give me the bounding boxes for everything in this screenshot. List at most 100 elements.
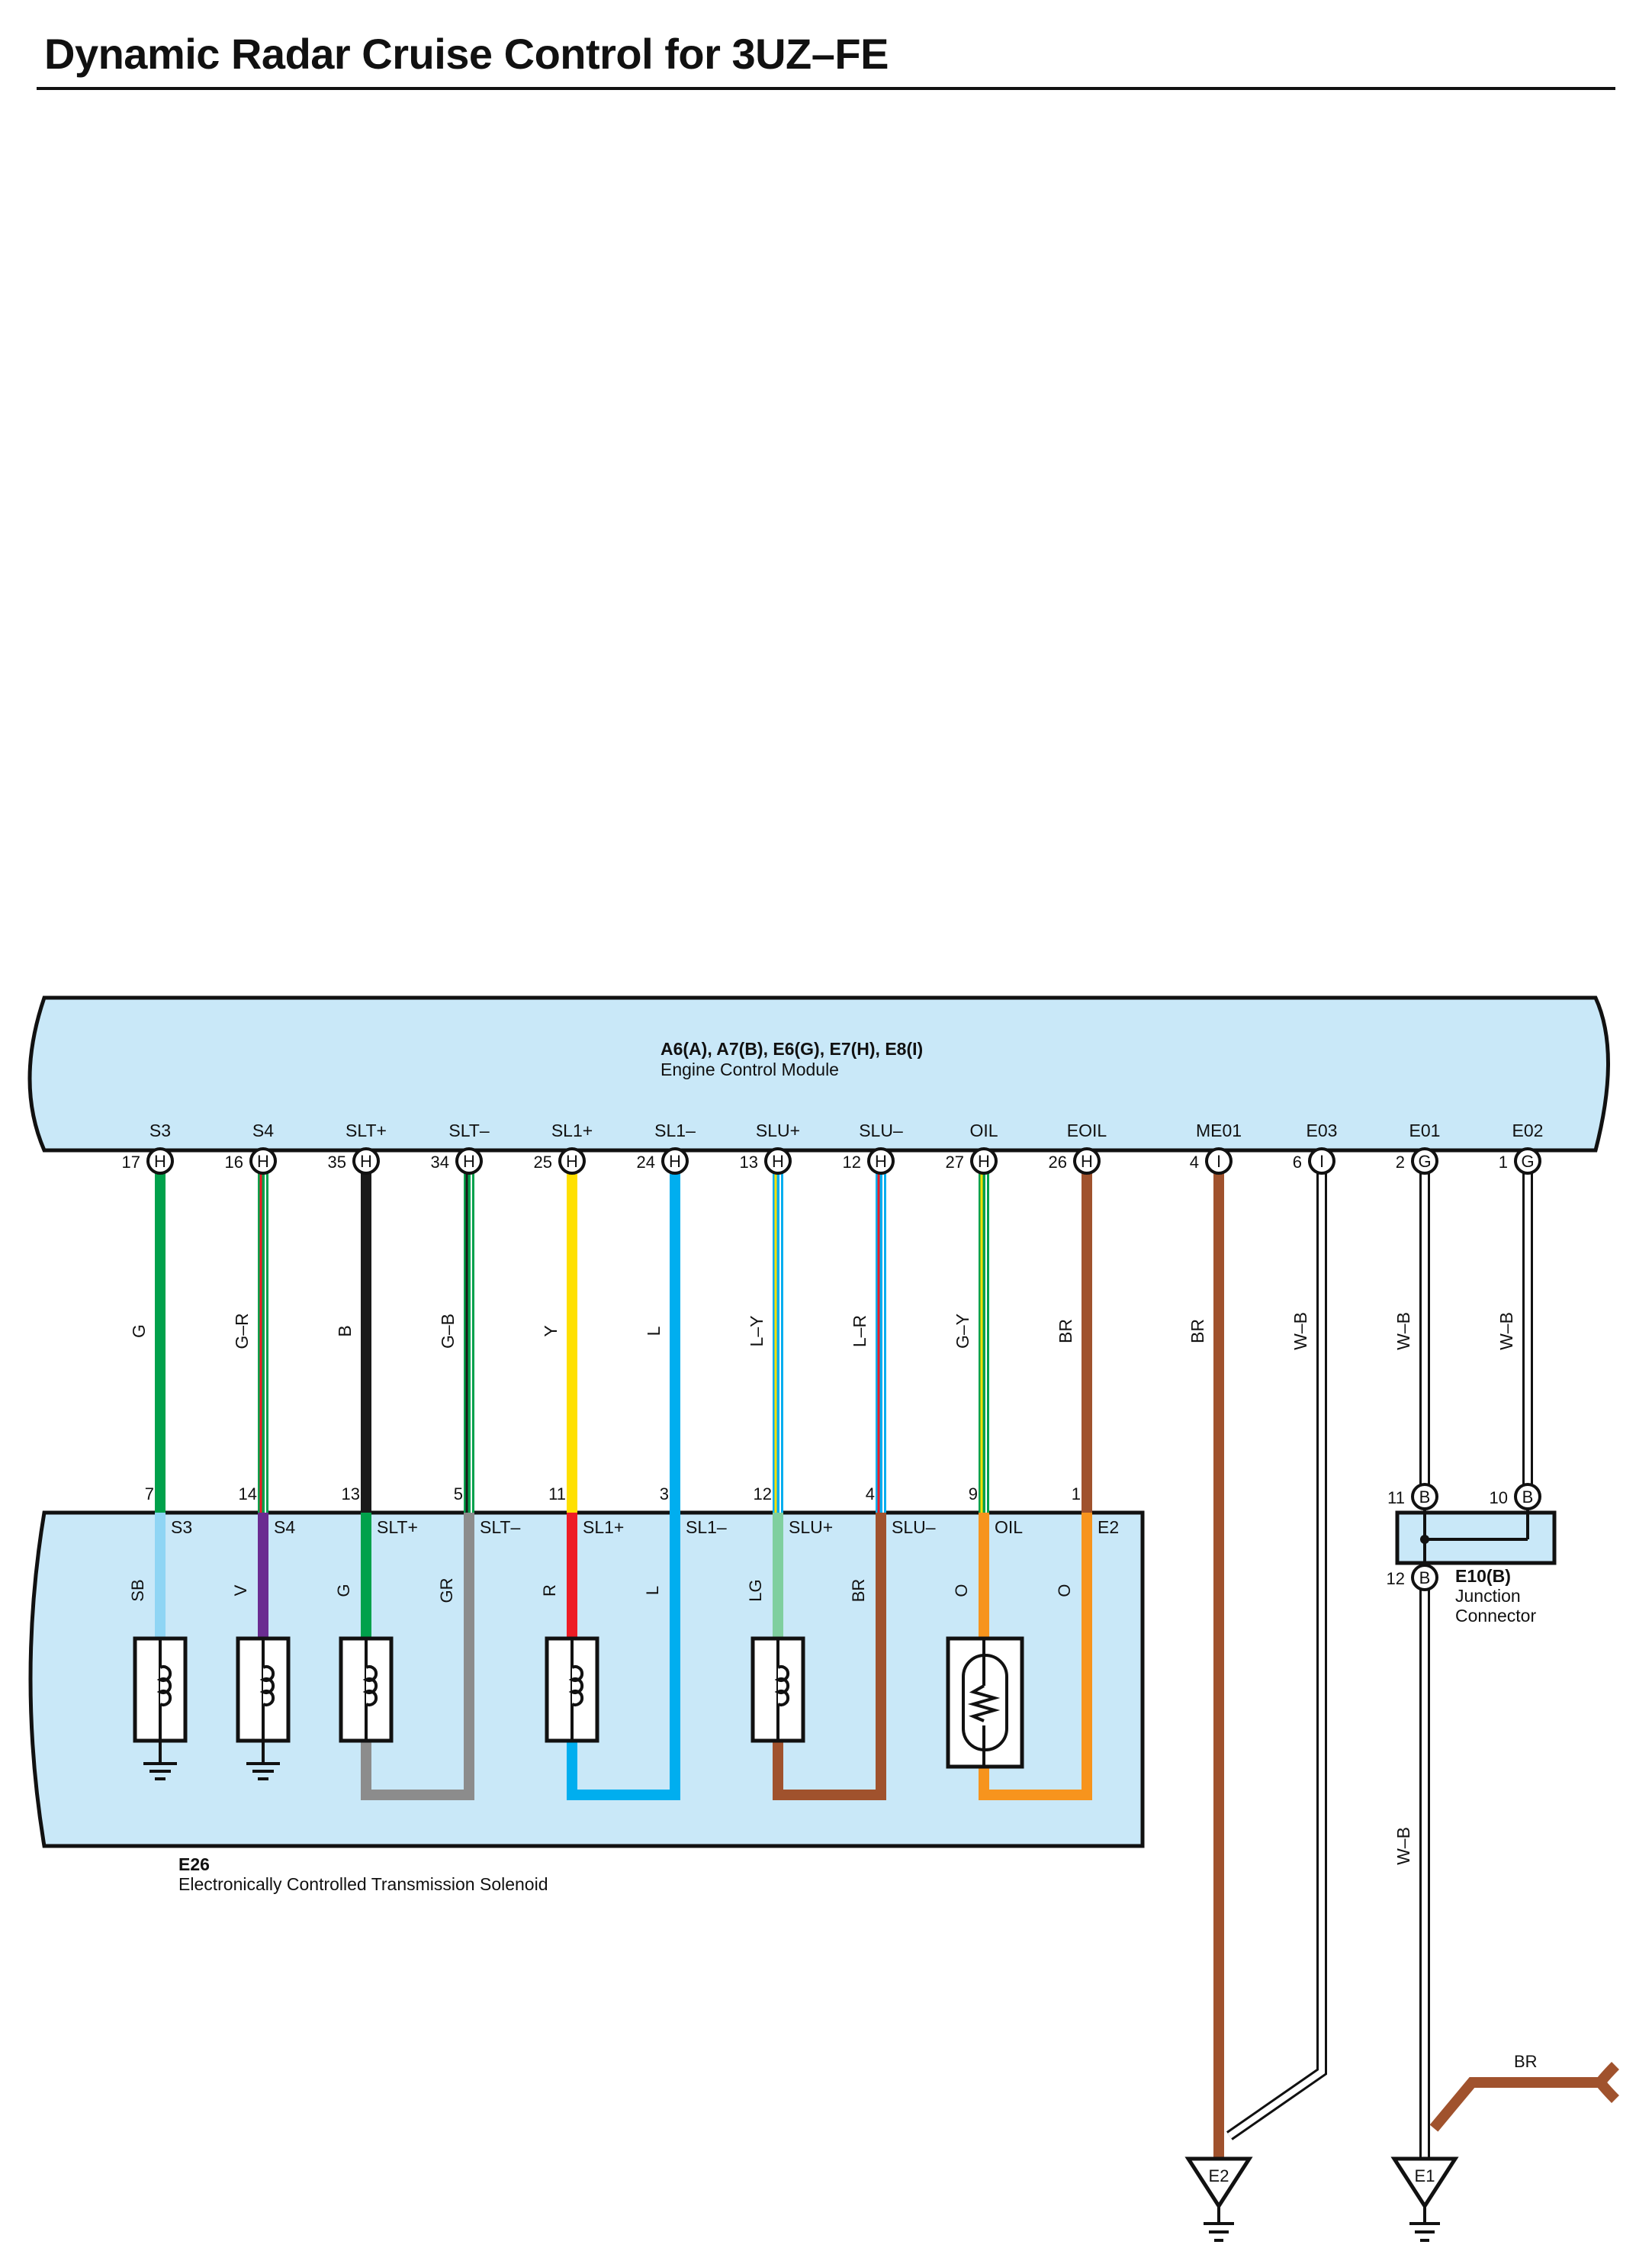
- junction-name: Junction: [1455, 1586, 1521, 1606]
- connector-circle: [1514, 1483, 1541, 1510]
- ecm-pin-number: 12: [843, 1153, 861, 1172]
- connector-letter: H: [154, 1152, 166, 1171]
- ecm-connector-pin: H: [352, 1147, 380, 1175]
- connector-circle: [1411, 1564, 1438, 1591]
- ecm-panel: [27, 995, 1610, 1153]
- solenoid-sl1-icon: [545, 1636, 599, 1743]
- ecm-terminal-label: E01: [1409, 1121, 1441, 1140]
- ecm-terminal-label: OIL: [969, 1121, 998, 1140]
- connector-circle: [1073, 1147, 1101, 1175]
- solenoid-pin-number: 3: [660, 1484, 669, 1503]
- ecm-pin-number: 27: [946, 1153, 964, 1172]
- inner-wire-label: L: [643, 1586, 662, 1595]
- ecm-connector-pin: H: [661, 1147, 689, 1175]
- connector-circle: [764, 1147, 792, 1175]
- solenoid-pin-number: 5: [454, 1484, 463, 1503]
- jc-connector-pin: B: [1514, 1483, 1541, 1510]
- solenoid-terminal-label: E2: [1098, 1517, 1119, 1537]
- coil-icon: [362, 1665, 378, 1706]
- solenoid-s4-icon: [236, 1636, 291, 1743]
- wire-color-label: G–B: [438, 1314, 458, 1349]
- ecm-connector-pin: I: [1308, 1147, 1335, 1175]
- connector-letter: I: [1319, 1152, 1324, 1171]
- loop-wire: [773, 1678, 886, 1800]
- ecm-terminal-label: SLU–: [859, 1121, 903, 1140]
- ecm-pin-number: 26: [1049, 1153, 1067, 1172]
- wire-color-label: Y: [541, 1325, 561, 1336]
- coil-icon: [156, 1665, 172, 1706]
- connector-letter: H: [669, 1152, 681, 1171]
- solenoid-terminal-label: S4: [274, 1517, 295, 1537]
- solenoid-terminal-label: SL1–: [686, 1517, 727, 1537]
- connector-circle: [1411, 1147, 1438, 1175]
- jc-connector-pin: B: [1411, 1564, 1438, 1591]
- wire-color-label: L–R: [850, 1315, 869, 1347]
- ecm-pin-number: 16: [225, 1153, 243, 1172]
- connector-circle: [455, 1147, 483, 1175]
- connector-circle: [249, 1147, 277, 1175]
- br-branch-wire: [1429, 2062, 1619, 2132]
- ecm-connector-pin: H: [558, 1147, 586, 1175]
- ecm-terminal-label: S4: [252, 1121, 274, 1140]
- ecm-connector-pin: I: [1205, 1147, 1233, 1175]
- solenoid-s3-icon: [133, 1636, 188, 1743]
- solenoid-name: Electronically Controlled Transmission S…: [178, 1874, 548, 1894]
- ground-point-label: E2: [1209, 2166, 1229, 2185]
- connector-letter: B: [1522, 1487, 1534, 1507]
- inner-wire-label: G: [334, 1584, 353, 1597]
- wire-color-label: G–Y: [953, 1314, 972, 1349]
- connector-circle: [1514, 1147, 1541, 1175]
- connector-letter: H: [360, 1152, 372, 1171]
- ground-icon: [143, 1741, 177, 1780]
- ground-icon: [246, 1741, 280, 1780]
- loop-wire: [567, 1678, 680, 1800]
- solenoid-slu-icon: [750, 1636, 805, 1743]
- solenoid-terminal-label: S3: [171, 1517, 192, 1537]
- connector-circle: [558, 1147, 586, 1175]
- ecm-pin-number: 6: [1293, 1153, 1302, 1172]
- connector-circle: [1205, 1147, 1233, 1175]
- inner-wire-label: LG: [746, 1579, 765, 1601]
- ground-e2-icon: E2: [1184, 2156, 1253, 2242]
- ecm-connector-pin: H: [249, 1147, 277, 1175]
- inner-wire-label: SB: [128, 1579, 147, 1601]
- connector-letter: I: [1217, 1152, 1221, 1171]
- junction-dot: [1420, 1535, 1429, 1544]
- ecm-terminal-label: EOIL: [1067, 1121, 1107, 1140]
- connector-circle: [970, 1147, 998, 1175]
- ecm-terminal-label: SLT+: [346, 1121, 387, 1140]
- ground-triangle: [1390, 2156, 1459, 2210]
- wire-color-label: B: [335, 1325, 355, 1336]
- connector-letter: G: [1521, 1152, 1534, 1171]
- connector-letter: H: [566, 1152, 578, 1171]
- solenoid-code: E26: [178, 1854, 210, 1874]
- solenoid-pin-number: 12: [754, 1484, 772, 1503]
- connector-letter: H: [463, 1152, 475, 1171]
- wire-color-label: W–B: [1496, 1312, 1516, 1350]
- wire-color-label: W–B: [1290, 1312, 1310, 1350]
- inner-wire-label: R: [540, 1584, 559, 1597]
- wire-color-label: BR: [1056, 1319, 1075, 1343]
- solenoid-pin-number: 13: [342, 1484, 360, 1503]
- wire-color-label: W–B: [1393, 1827, 1413, 1865]
- jc-connector-pin: B: [1411, 1483, 1438, 1510]
- ecm-connector-pin: H: [1073, 1147, 1101, 1175]
- ground-e1-icon: E1: [1390, 2156, 1459, 2242]
- resistor-zigzag: [967, 1684, 1001, 1722]
- ecm-terminal-label: ME01: [1196, 1121, 1242, 1140]
- connector-circle: [1308, 1147, 1335, 1175]
- ecm-pin-number: 25: [534, 1153, 552, 1172]
- ecm-terminal-label: E02: [1512, 1121, 1544, 1140]
- connector-circle: [352, 1147, 380, 1175]
- inner-wire-label: BR: [849, 1579, 868, 1603]
- ecm-connector-pin: H: [455, 1147, 483, 1175]
- ecm-terminal-label: SL1+: [551, 1121, 593, 1140]
- ecm-pin-number: 17: [122, 1153, 140, 1172]
- ecm-terminal-label: SL1–: [654, 1121, 696, 1140]
- junction-connector-e10: [1395, 1509, 1557, 1577]
- ecm-connector-list: A6(A), A7(B), E6(G), E7(H), E8(I): [660, 1039, 923, 1059]
- connector-letter: H: [1081, 1152, 1093, 1171]
- ground-triangle: [1184, 2156, 1253, 2210]
- ecm-terminal-label: SLT–: [448, 1121, 489, 1140]
